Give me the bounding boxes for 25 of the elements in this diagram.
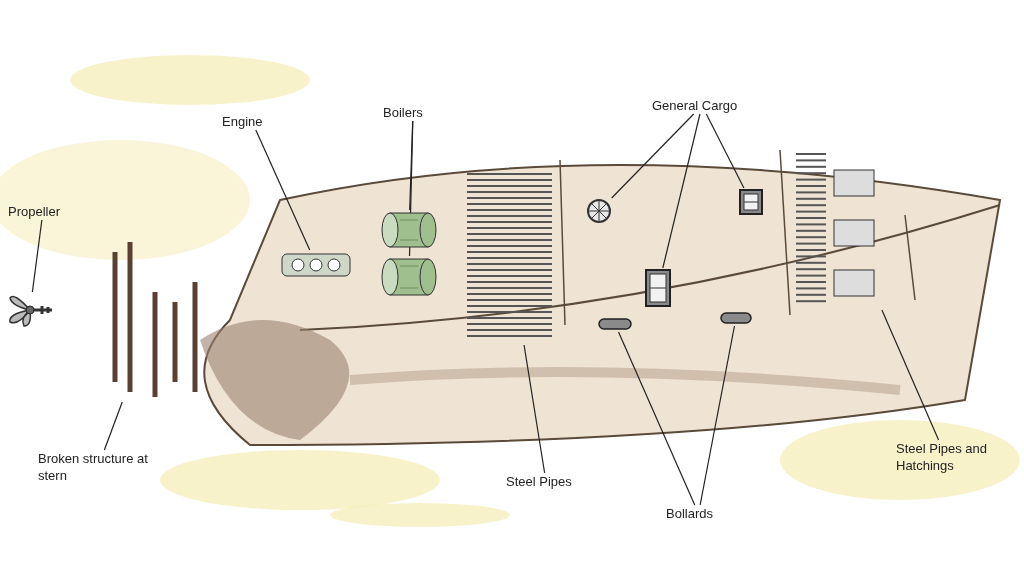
part-label: Boilers — [383, 104, 443, 121]
leader-line — [611, 113, 695, 199]
leader-line — [617, 331, 696, 506]
part-label: Engine — [222, 113, 282, 130]
leader-line — [699, 325, 736, 506]
leader-line — [662, 113, 701, 269]
cargo-crate-drawing — [738, 188, 764, 216]
leader-line — [881, 309, 940, 441]
cargo-crate-drawing — [644, 268, 672, 308]
bollard-drawing — [720, 310, 752, 326]
part-label: Bollards — [666, 505, 731, 522]
leader-line — [103, 401, 123, 451]
leader-line — [705, 113, 745, 189]
leader-line — [255, 129, 311, 251]
part-label: Steel Pipes — [506, 473, 586, 490]
engine-drawing — [280, 250, 352, 278]
part-label: Propeller — [8, 203, 78, 220]
part-label: Broken structure at stern — [38, 450, 158, 484]
bollard-drawing — [598, 316, 632, 332]
boiler-drawing — [380, 256, 438, 298]
boiler-drawing — [380, 210, 438, 250]
leader-line — [31, 219, 43, 293]
part-label: Steel Pipes and Hatchings — [896, 440, 996, 474]
leader-line — [523, 344, 546, 474]
part-label: General Cargo — [652, 97, 752, 114]
